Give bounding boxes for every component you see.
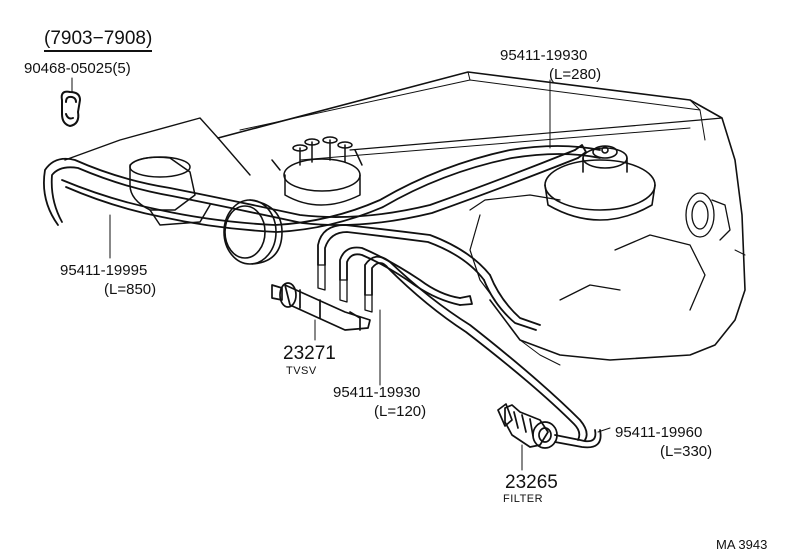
hose-right-length: (L=330) [660,443,713,460]
filter-23265 [497,403,558,449]
hose-clip [60,90,81,127]
vacuum-actuator [544,145,656,221]
leader-lines [71,77,611,471]
distributor [271,136,363,206]
filter-part-number: 23265 [505,472,558,493]
engine-housing [559,192,731,311]
hose-top-part-number: 95411-19930 [500,47,588,64]
hose-left-length: (L=850) [104,281,157,298]
model-range-label: (7903−7908) [44,28,153,52]
diagram-code: MA 3943 [716,537,768,552]
tvsv-name: TVSV [286,365,317,377]
hose-right-part-number: 95411-19960 [615,424,703,441]
intake-duct [129,156,211,226]
hose-mid-part-number: 95411-19930 [333,384,421,401]
engine-outline [64,71,746,366]
hose-left-part-number: 95411-19995 [60,262,148,279]
hose-95411-19995 [43,144,587,226]
hose-mid-length: (L=120) [374,403,427,420]
hose-top-length: (L=280) [549,66,602,83]
hose-95411-19930-top [61,145,601,233]
tvsv-hoses [317,224,588,441]
tvsv-valve [271,264,373,331]
clip-part-number: 90468-05025(5) [24,60,131,77]
tvsv-part-number: 23271 [283,343,336,364]
filter-name: FILTER [503,493,544,505]
hose-95411-19960 [554,429,602,449]
